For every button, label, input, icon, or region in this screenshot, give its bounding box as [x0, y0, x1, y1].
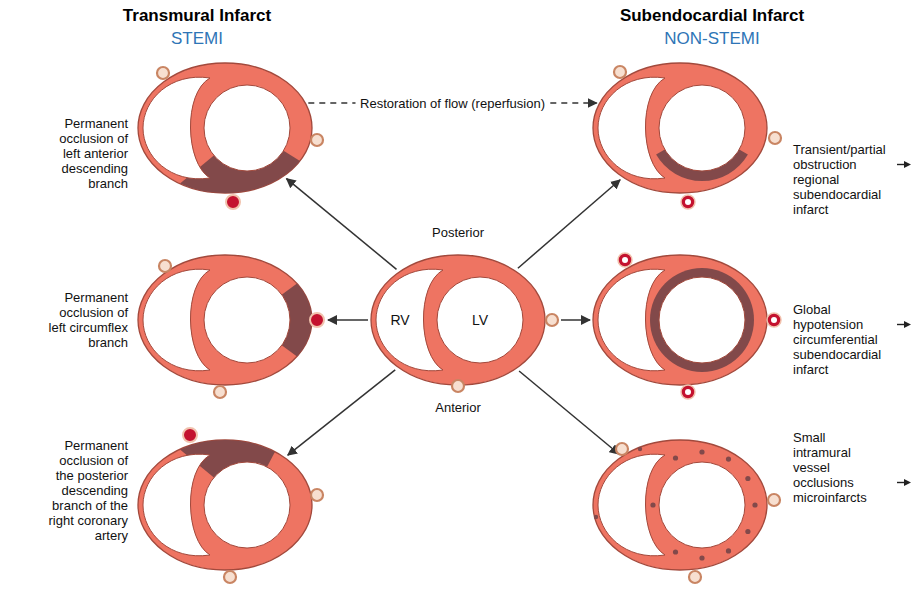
heart-section: Transient/partial obstruction regional s… [592, 62, 768, 194]
connector-arrow [287, 179, 397, 270]
pointer-arrow [897, 482, 905, 483]
heart-outline [137, 439, 313, 571]
column-heading: Subendocardial Infarct [620, 6, 804, 26]
connector-arrow [561, 319, 590, 321]
pointer-arrowhead [904, 479, 911, 486]
pointer-arrowhead [904, 321, 911, 328]
heart-drawing [138, 63, 323, 209]
node-description: Permanent occlusion of left anterior des… [46, 116, 128, 191]
node-description: Small intramural vessel occlusions micro… [793, 430, 883, 505]
heart-outline [137, 254, 313, 386]
heart-drawing [371, 255, 558, 392]
column-subheading: STEMI [171, 29, 223, 49]
connector-arrow [288, 370, 395, 455]
orientation-label: Anterior [435, 400, 481, 416]
heart-outline [592, 254, 768, 386]
heart-drawing [593, 63, 781, 209]
column-heading: Transmural Infarct [123, 6, 271, 26]
heart-section: RV LV [370, 254, 546, 386]
pointer-arrowhead [904, 161, 911, 168]
connector-arrow [518, 180, 620, 268]
heart-drawing [593, 440, 780, 583]
heart-section: Permanent occlusion of the posterior des… [137, 439, 313, 571]
orientation-label: Posterior [432, 225, 484, 241]
node-description: Permanent occlusion of left circumflex b… [46, 290, 128, 350]
heart-outline [592, 439, 768, 571]
heart-section: Small intramural vessel occlusions micro… [592, 439, 768, 571]
column-subheading: NON-STEMI [664, 29, 759, 49]
heart-section: Global hypotension circumferential suben… [592, 254, 768, 386]
heart-drawing [593, 253, 781, 399]
pointer-arrow [897, 324, 905, 325]
heart-section: Permanent occlusion of left circumflex b… [137, 254, 313, 386]
chamber-label: RV [385, 312, 415, 328]
heart-section: Permanent occlusion of left anterior des… [137, 62, 313, 194]
edge-label: Restoration of flow (reperfusion) [355, 96, 550, 111]
pointer-arrow [897, 164, 905, 165]
heart-drawing [138, 255, 324, 398]
chamber-label: LV [465, 312, 495, 328]
node-description: Global hypotension circumferential suben… [793, 302, 893, 377]
node-description: Transient/partial obstruction regional s… [793, 142, 893, 217]
pointer-arrows [897, 161, 911, 486]
heart-outline [592, 62, 768, 194]
heart-drawing [138, 428, 323, 583]
node-description: Permanent occlusion of the posterior des… [46, 438, 128, 543]
connector-arrow [328, 319, 368, 321]
heart-outline [137, 62, 313, 194]
connector-arrow [519, 371, 619, 454]
